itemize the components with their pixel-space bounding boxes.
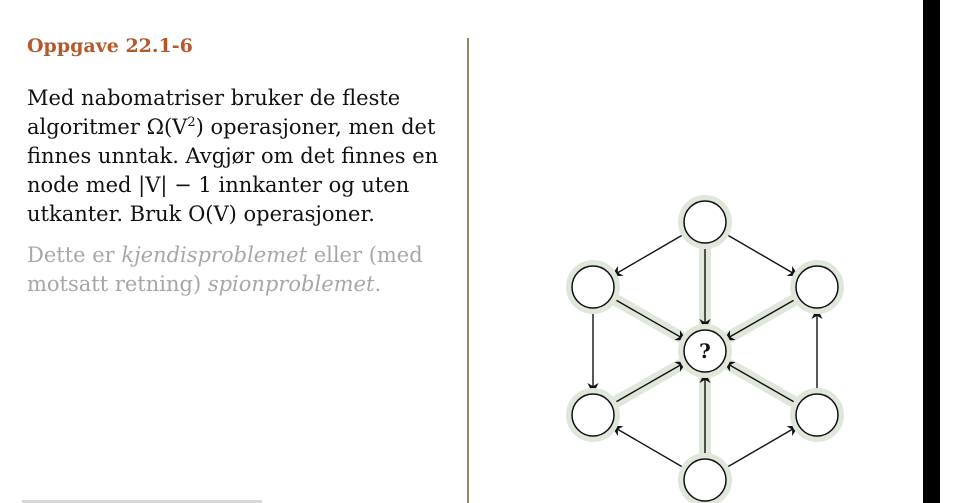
node-bottom xyxy=(678,453,732,503)
edge-upper-right-to-center xyxy=(723,296,800,341)
edge-bottom-to-lower-right xyxy=(722,425,799,471)
statement-line-2: algoritmer Ω(V2) operasjoner, men det xyxy=(27,113,457,142)
bottom-rule xyxy=(22,500,262,503)
node-circle xyxy=(683,329,727,373)
statement-line-2-suffix: ) operasjoner, men det xyxy=(195,115,436,139)
graph-nodes: ? xyxy=(566,195,844,503)
slide-title: Oppgave 22.1-6 xyxy=(27,35,193,57)
graph-edges xyxy=(587,231,823,471)
node-upper-right xyxy=(790,260,844,314)
node-circle xyxy=(683,458,727,502)
node-lower-left xyxy=(566,388,620,442)
center-node-label: ? xyxy=(699,339,711,363)
exponent: 2 xyxy=(187,115,196,130)
remark-part-2: eller (med motsatt retning) xyxy=(27,243,423,296)
node-upper-left xyxy=(566,260,620,314)
edge-upper-left-to-center xyxy=(610,296,687,341)
node-lower-right xyxy=(790,388,844,442)
term-celebrity-problem: kjendisproblemet xyxy=(121,243,308,267)
node-circle xyxy=(683,200,727,244)
problem-statement: Med nabomatriser bruker de fleste algori… xyxy=(27,84,457,229)
node-center: ? xyxy=(678,324,732,378)
statement-line-3: finnes unntak. Avgjør om det finnes en xyxy=(27,144,439,168)
node-circle xyxy=(571,265,615,309)
node-top xyxy=(678,195,732,249)
remark-part-1: Dette er xyxy=(27,243,122,267)
edge-lower-left-to-center xyxy=(610,361,687,406)
right-edge-bar xyxy=(923,0,940,503)
node-circle xyxy=(795,393,839,437)
graph-diagram: ? xyxy=(566,195,844,503)
edge-top-to-upper-left xyxy=(611,231,688,277)
statement-line-2-prefix: algoritmer Ω(V xyxy=(27,115,188,139)
column-divider xyxy=(467,38,469,503)
statement-line-1: Med nabomatriser bruker de fleste xyxy=(27,86,401,110)
edge-top-to-upper-right xyxy=(722,231,799,277)
node-circle xyxy=(795,265,839,309)
edge-lower-right-to-center xyxy=(723,361,800,406)
edge-bottom-to-lower-left xyxy=(611,425,688,471)
remark-part-3: . xyxy=(374,272,382,296)
node-circle xyxy=(571,393,615,437)
statement-line-4: node med |V| − 1 innkanter og uten xyxy=(27,173,410,197)
remark: Dette er kjendisproblemet eller (med mot… xyxy=(27,241,457,299)
statement-line-5: utkanter. Bruk O(V) operasjoner. xyxy=(27,202,375,226)
term-spy-problem: spionproblemet xyxy=(207,272,375,296)
